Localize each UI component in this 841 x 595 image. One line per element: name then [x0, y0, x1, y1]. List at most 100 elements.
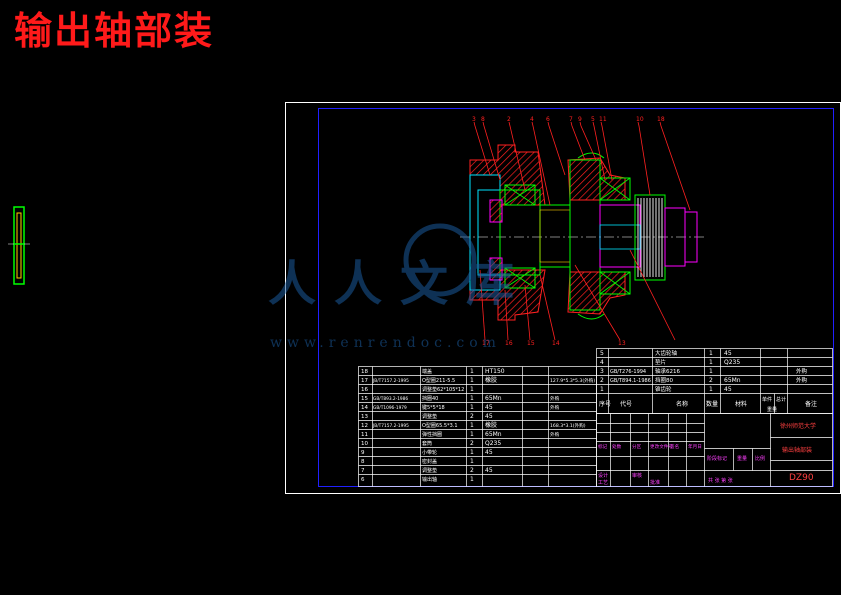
revision-header: 更改文件号: [650, 443, 673, 450]
tb-check: 审核: [632, 472, 642, 479]
bom-top-no: 1: [600, 386, 604, 393]
bom-table-grid: [358, 348, 833, 487]
bom-top-note: 外购: [796, 376, 808, 384]
bom-top-note: 外购: [796, 367, 808, 375]
balloon-number: 4: [530, 116, 534, 123]
bom-left-name: 端盖: [422, 368, 432, 375]
bom-left-qty: 1: [470, 386, 474, 393]
bom-left-mat: 橡胶: [485, 421, 497, 429]
tb-stage: 阶段标记: [707, 455, 727, 462]
bom-left-mat: 45: [485, 467, 493, 474]
tb-approve: 批准: [650, 479, 660, 486]
bom-top-no: 5: [600, 350, 604, 357]
bom-left-no: 8: [361, 459, 365, 465]
bom-left-mat: 45: [485, 413, 493, 420]
tb-header-no: 序号: [599, 400, 611, 408]
bom-left-mat: 45: [485, 449, 493, 456]
title-block: 序号 代号 名称 数量 材料 单件 总计 重量 备注 徐州师范大学 输出轴部装 …: [598, 396, 817, 486]
tb-header-weight: 重量: [767, 406, 777, 413]
bom-left-qty: 1: [470, 431, 474, 438]
bom-top-qty: 1: [709, 359, 713, 366]
bom-left-name: 挡圈40: [422, 395, 438, 402]
bom-left-mat: 65Mn: [485, 395, 502, 402]
bom-left-no: 13: [361, 414, 368, 420]
bom-left-name: 弹性挡圈: [422, 431, 442, 438]
tb-header-unit: 单件: [762, 396, 772, 403]
balloon-number: 16: [505, 340, 513, 347]
bom-left-name: 调整垫: [422, 413, 437, 420]
side-view-part: [8, 206, 30, 285]
bom-top-name: 轴承6216: [655, 367, 680, 375]
revision-header: 处数: [612, 443, 622, 450]
bom-left-std: GB/T1096-1979: [373, 405, 407, 411]
bom-top-name: 垫片: [655, 358, 666, 366]
tb-drawing-no: DZ90: [789, 473, 814, 483]
tb-header-name: 名称: [676, 400, 688, 408]
bom-left-mat: 橡胶: [485, 376, 497, 384]
bom-left-name: 套筒: [422, 440, 432, 447]
balloon-number: 14: [552, 340, 560, 347]
bom-top-qty: 2: [709, 377, 713, 384]
bom-left-qty: 1: [470, 476, 474, 483]
bom-left-qty: 1: [470, 422, 474, 429]
balloon-number: 5: [591, 116, 595, 123]
tb-header-code: 代号: [620, 400, 632, 408]
bom-top-std: GB/T894.1-1986: [610, 378, 651, 384]
bom-top-mat: 65Mn: [724, 377, 741, 384]
bom-left-name: 密封盖: [422, 458, 437, 465]
tb-header-note: 备注: [805, 400, 817, 408]
bom-left-name: 小带轮: [422, 449, 437, 456]
bom-left-name: 调整垫: [422, 467, 437, 474]
bom-left-qty: 2: [470, 440, 474, 447]
bom-top-no: 4: [600, 359, 604, 366]
watermark: 人人文库 www.renrendoc.com: [268, 223, 514, 351]
balloon-number: 8: [481, 116, 485, 123]
bom-left-name: 键5*5*18: [422, 404, 445, 411]
tb-drawing-name: 输出轴部装: [782, 446, 812, 454]
bom-left-no: 14: [361, 405, 368, 411]
bom-left-qty: 1: [470, 395, 474, 402]
balloon-number: 11: [599, 116, 607, 123]
page-title: 输出轴部装: [14, 8, 215, 53]
bom-left-no: 18: [361, 369, 368, 375]
revision-headers: 标记处数分区更改文件号签名年月日: [598, 443, 702, 450]
bom-left-note: 外购: [550, 404, 560, 411]
bom-left-qty: 1: [470, 377, 474, 384]
bom-left-mat: Q235: [485, 440, 501, 447]
tb-weight: 重量: [737, 455, 747, 462]
bom-left-no: 15: [361, 396, 368, 402]
bom-left-name: 输出轴: [422, 476, 437, 483]
watermark-url: www.renrendoc.com: [270, 335, 501, 351]
bom-left-std: GB/T893.2-1986: [373, 396, 408, 402]
bom-top-qty: 1: [709, 386, 713, 393]
bom-left-note: 168.3*3.1(外购): [550, 422, 586, 429]
balloon-number: 17: [482, 340, 490, 347]
revision-header: 年月日: [688, 443, 702, 450]
bom-left-name: O型圈211-5.5: [422, 377, 455, 384]
bom-left-mat: HT150: [485, 368, 505, 375]
tb-header-qty: 数量: [706, 400, 718, 408]
bom-left-note: 外购: [550, 431, 560, 438]
balloon-number: 2: [507, 116, 511, 123]
bom-left-qty: 1: [470, 449, 474, 456]
bom-left-no: 17: [361, 378, 368, 384]
bom-left-no: 11: [361, 432, 368, 438]
bom-left-no: 10: [361, 441, 368, 447]
tb-sheet: 共 张 第 张: [708, 477, 733, 484]
bom-top-qty: 1: [709, 368, 713, 375]
bom-top-std: GB/T276-1994: [610, 369, 646, 375]
tb-process: 工艺: [598, 480, 608, 486]
balloon-number: 13: [618, 340, 626, 347]
bom-top-mat: Q235: [724, 359, 740, 366]
bom-left-qty: 1: [470, 368, 474, 375]
bom-top-name: 大齿轮轴: [655, 349, 678, 357]
balloon-number: 6: [546, 116, 550, 123]
balloon-number: 18: [657, 116, 665, 123]
bom-top-name: 挡圈80: [655, 376, 673, 384]
tb-school: 徐州师范大学: [780, 422, 816, 430]
balloon-number: 7: [569, 116, 573, 123]
revision-header: 分区: [632, 443, 642, 450]
bom-top-mat: 45: [724, 350, 732, 357]
